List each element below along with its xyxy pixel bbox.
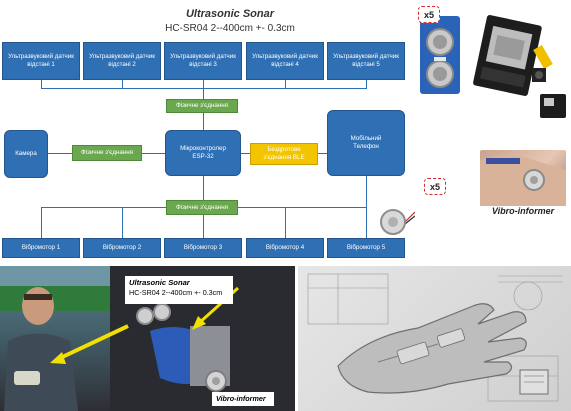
physical-connection-left: Фізичне з'єднання: [72, 145, 142, 161]
vibromotor-box-2: Вібромотор 2: [83, 238, 161, 258]
sensor-box-1: Ультразвуковий датчик відстані 1: [2, 42, 80, 80]
vibro-informer-caption: Vibro-informer: [491, 206, 555, 216]
vibromotor-label: Вібромотор 5: [346, 244, 386, 252]
ultrasonic-sensor-image: [408, 2, 470, 98]
connector-motor-3: [203, 207, 204, 238]
sensor-box-3: Ультразвуковий датчик відстані 3: [164, 42, 242, 80]
sonar-callout: Ultrasonic Sonar HC-SR04 2--400cm +- 0.3…: [125, 276, 233, 304]
phone-label-line1: Мобільний: [350, 135, 382, 143]
vibromotor-box-1: Вібромотор 1: [2, 238, 80, 258]
sensor-label: Ультразвуковий датчик відстані 1: [8, 53, 74, 68]
physical-connection-top: Фізичне з'єднання: [166, 99, 238, 113]
microcontroller-box: Мікроконтролер ESP-32: [165, 130, 241, 176]
sonar-callout-title: Ultrasonic Sonar: [129, 278, 190, 287]
diagram-title: Ultrasonic Sonar: [185, 8, 275, 20]
connector-sensor-3: [203, 80, 204, 89]
vibromotor-label: Вібромотор 4: [265, 244, 305, 252]
wireless-label-line1: Бездротове: [267, 146, 301, 154]
connector-sensor-bus: [41, 88, 367, 89]
motor-count-badge: x5: [424, 178, 446, 195]
physical-connection-bottom-label: Фізичне з'єднання: [175, 203, 228, 211]
sensor-box-2: Ультразвуковий датчик відстані 2: [83, 42, 161, 80]
sensor-box-4: Ультразвуковий датчик відстані 4: [246, 42, 324, 80]
demo-photo: Ultrasonic Sonar HC-SR04 2--400cm +- 0.3…: [0, 266, 295, 411]
sensor-label: Ультразвуковий датчик відстані 2: [89, 53, 155, 68]
glove-sketch-illustration: [307, 273, 563, 402]
ultrasonic-sensor-icon: [420, 16, 460, 94]
wireless-label-line2: з'єднання BLE: [263, 154, 305, 161]
connector-sensor-1: [41, 80, 42, 89]
system-diagram: Ultrasonic Sonar HC-SR04 2--400cm +- 0.3…: [0, 0, 410, 265]
esp32-board-icon: [473, 15, 566, 118]
mobile-phone-box: Мобільний Телефон: [327, 110, 405, 176]
physical-connection-bottom: Фізичне з'єднання: [166, 200, 238, 215]
connector-mcu-to-bottom: [203, 176, 204, 208]
esp32-cam-image: [470, 8, 570, 123]
vibromotor-label: Вібромотор 2: [102, 244, 142, 252]
vibromotor-label: Вібромотор 3: [183, 244, 223, 252]
glove-concept-render: [298, 266, 571, 411]
coin-motor-icon: [380, 209, 416, 235]
sensor-label: Ультразвуковий датчик відстані 3: [170, 53, 236, 68]
connector-motor-5: [366, 176, 367, 238]
vibromotor-box-3: Вібромотор 3: [164, 238, 242, 258]
sonar-callout-subtitle: HC-SR04 2--400cm +- 0.3cm: [129, 287, 223, 297]
vibro-informer-image: [480, 150, 566, 206]
physical-connection-top-label: Фізичне з'єднання: [175, 102, 228, 110]
connector-sensor-4: [285, 80, 286, 89]
diagram-subtitle: HC-SR04 2--400cm +- 0.3cm: [165, 23, 295, 34]
connector-sensor-2: [122, 80, 123, 89]
vibromotor-box-5: Вібромотор 5: [327, 238, 405, 258]
connector-motor-1: [41, 207, 42, 238]
sensor-box-5: Ультразвуковий датчик відстані 5: [327, 42, 405, 80]
sensor-label: Ультразвуковий датчик відстані 5: [333, 53, 399, 68]
connector-sensor-5: [366, 80, 367, 89]
vibromotor-label: Вібромотор 1: [21, 244, 61, 252]
vibro-callout: Vibro-informer: [212, 392, 274, 406]
vibro-motor-on-hand-icon: [480, 155, 566, 206]
phone-label-line2: Телефон: [353, 143, 379, 150]
vibromotor-box-4: Вібромотор 4: [246, 238, 324, 258]
camera-box: Камера: [4, 130, 48, 178]
connector-motor-2: [122, 207, 123, 238]
sensor-count-badge: x5: [418, 6, 440, 23]
microcontroller-label-line2: ESP-32: [192, 153, 214, 160]
wireless-connection-box: Бездротове з'єднання BLE: [250, 143, 318, 165]
connector-motor-4: [285, 207, 286, 238]
physical-connection-left-label: Фізичне з'єднання: [80, 149, 133, 157]
sensor-label: Ультразвуковий датчик відстані 4: [252, 53, 318, 68]
vibration-motor-image: [375, 202, 416, 236]
microcontroller-label-line1: Мікроконтролер: [180, 145, 226, 153]
camera-label: Камера: [15, 150, 37, 158]
